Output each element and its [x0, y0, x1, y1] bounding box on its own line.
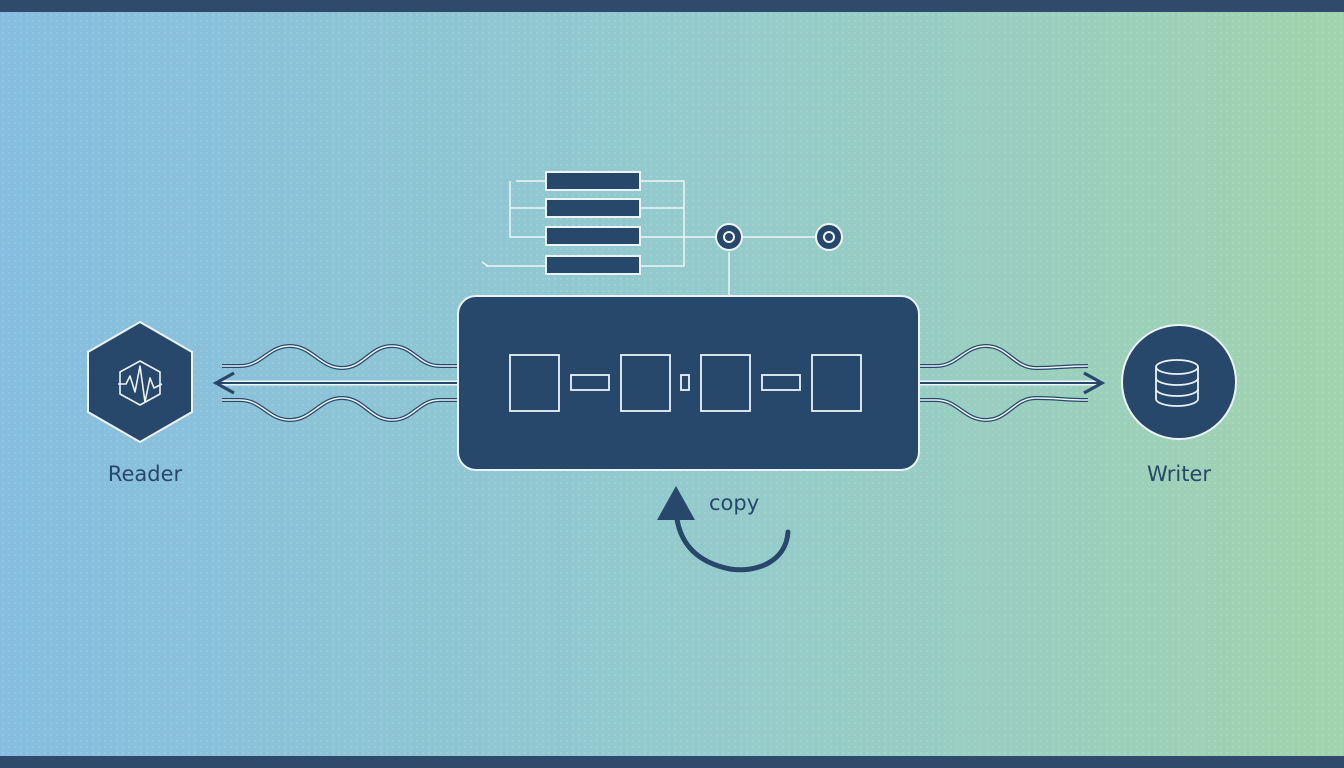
register-stack: [481, 171, 843, 298]
register-bar: [545, 171, 641, 191]
reader-label: Reader: [108, 462, 183, 486]
buffer-slot: [700, 354, 751, 412]
buffer-link: [570, 374, 610, 391]
wave-line: [918, 397, 1089, 421]
wave-line: [222, 345, 460, 369]
copy-loop: [657, 486, 791, 573]
reader-link: [212, 343, 504, 423]
reader-node: [87, 320, 193, 444]
reader-hexagon: [87, 320, 193, 444]
connector-line: [481, 261, 489, 267]
switch-node: [715, 223, 743, 251]
wave-line: [222, 343, 460, 371]
writer-circle: [1121, 324, 1237, 440]
buffer-block: [457, 295, 920, 471]
switch-node: [815, 223, 843, 251]
wave-line: [222, 397, 460, 421]
connector-line: [509, 181, 546, 238]
database-icon: [1155, 359, 1199, 407]
copy-label: copy: [709, 491, 759, 515]
connector-line: [640, 180, 685, 267]
buffer-link: [680, 374, 690, 391]
register-bar: [545, 226, 641, 246]
buffer-link: [761, 374, 801, 391]
writer-node: [1121, 324, 1237, 440]
wave-line: [222, 395, 460, 423]
buffer-slot: [509, 354, 560, 412]
waveform-icon: [118, 360, 163, 406]
register-bar: [545, 255, 641, 275]
loop-arrow-icon: [673, 507, 791, 573]
top-bar: [0, 0, 1344, 12]
wave-line: [918, 345, 1089, 369]
buffer-slot: [620, 354, 671, 412]
bottom-bar: [0, 756, 1344, 768]
loop-arrowhead: [657, 486, 695, 520]
register-bar: [545, 198, 641, 218]
buffer-slot: [811, 354, 862, 412]
writer-label: Writer: [1147, 462, 1211, 486]
